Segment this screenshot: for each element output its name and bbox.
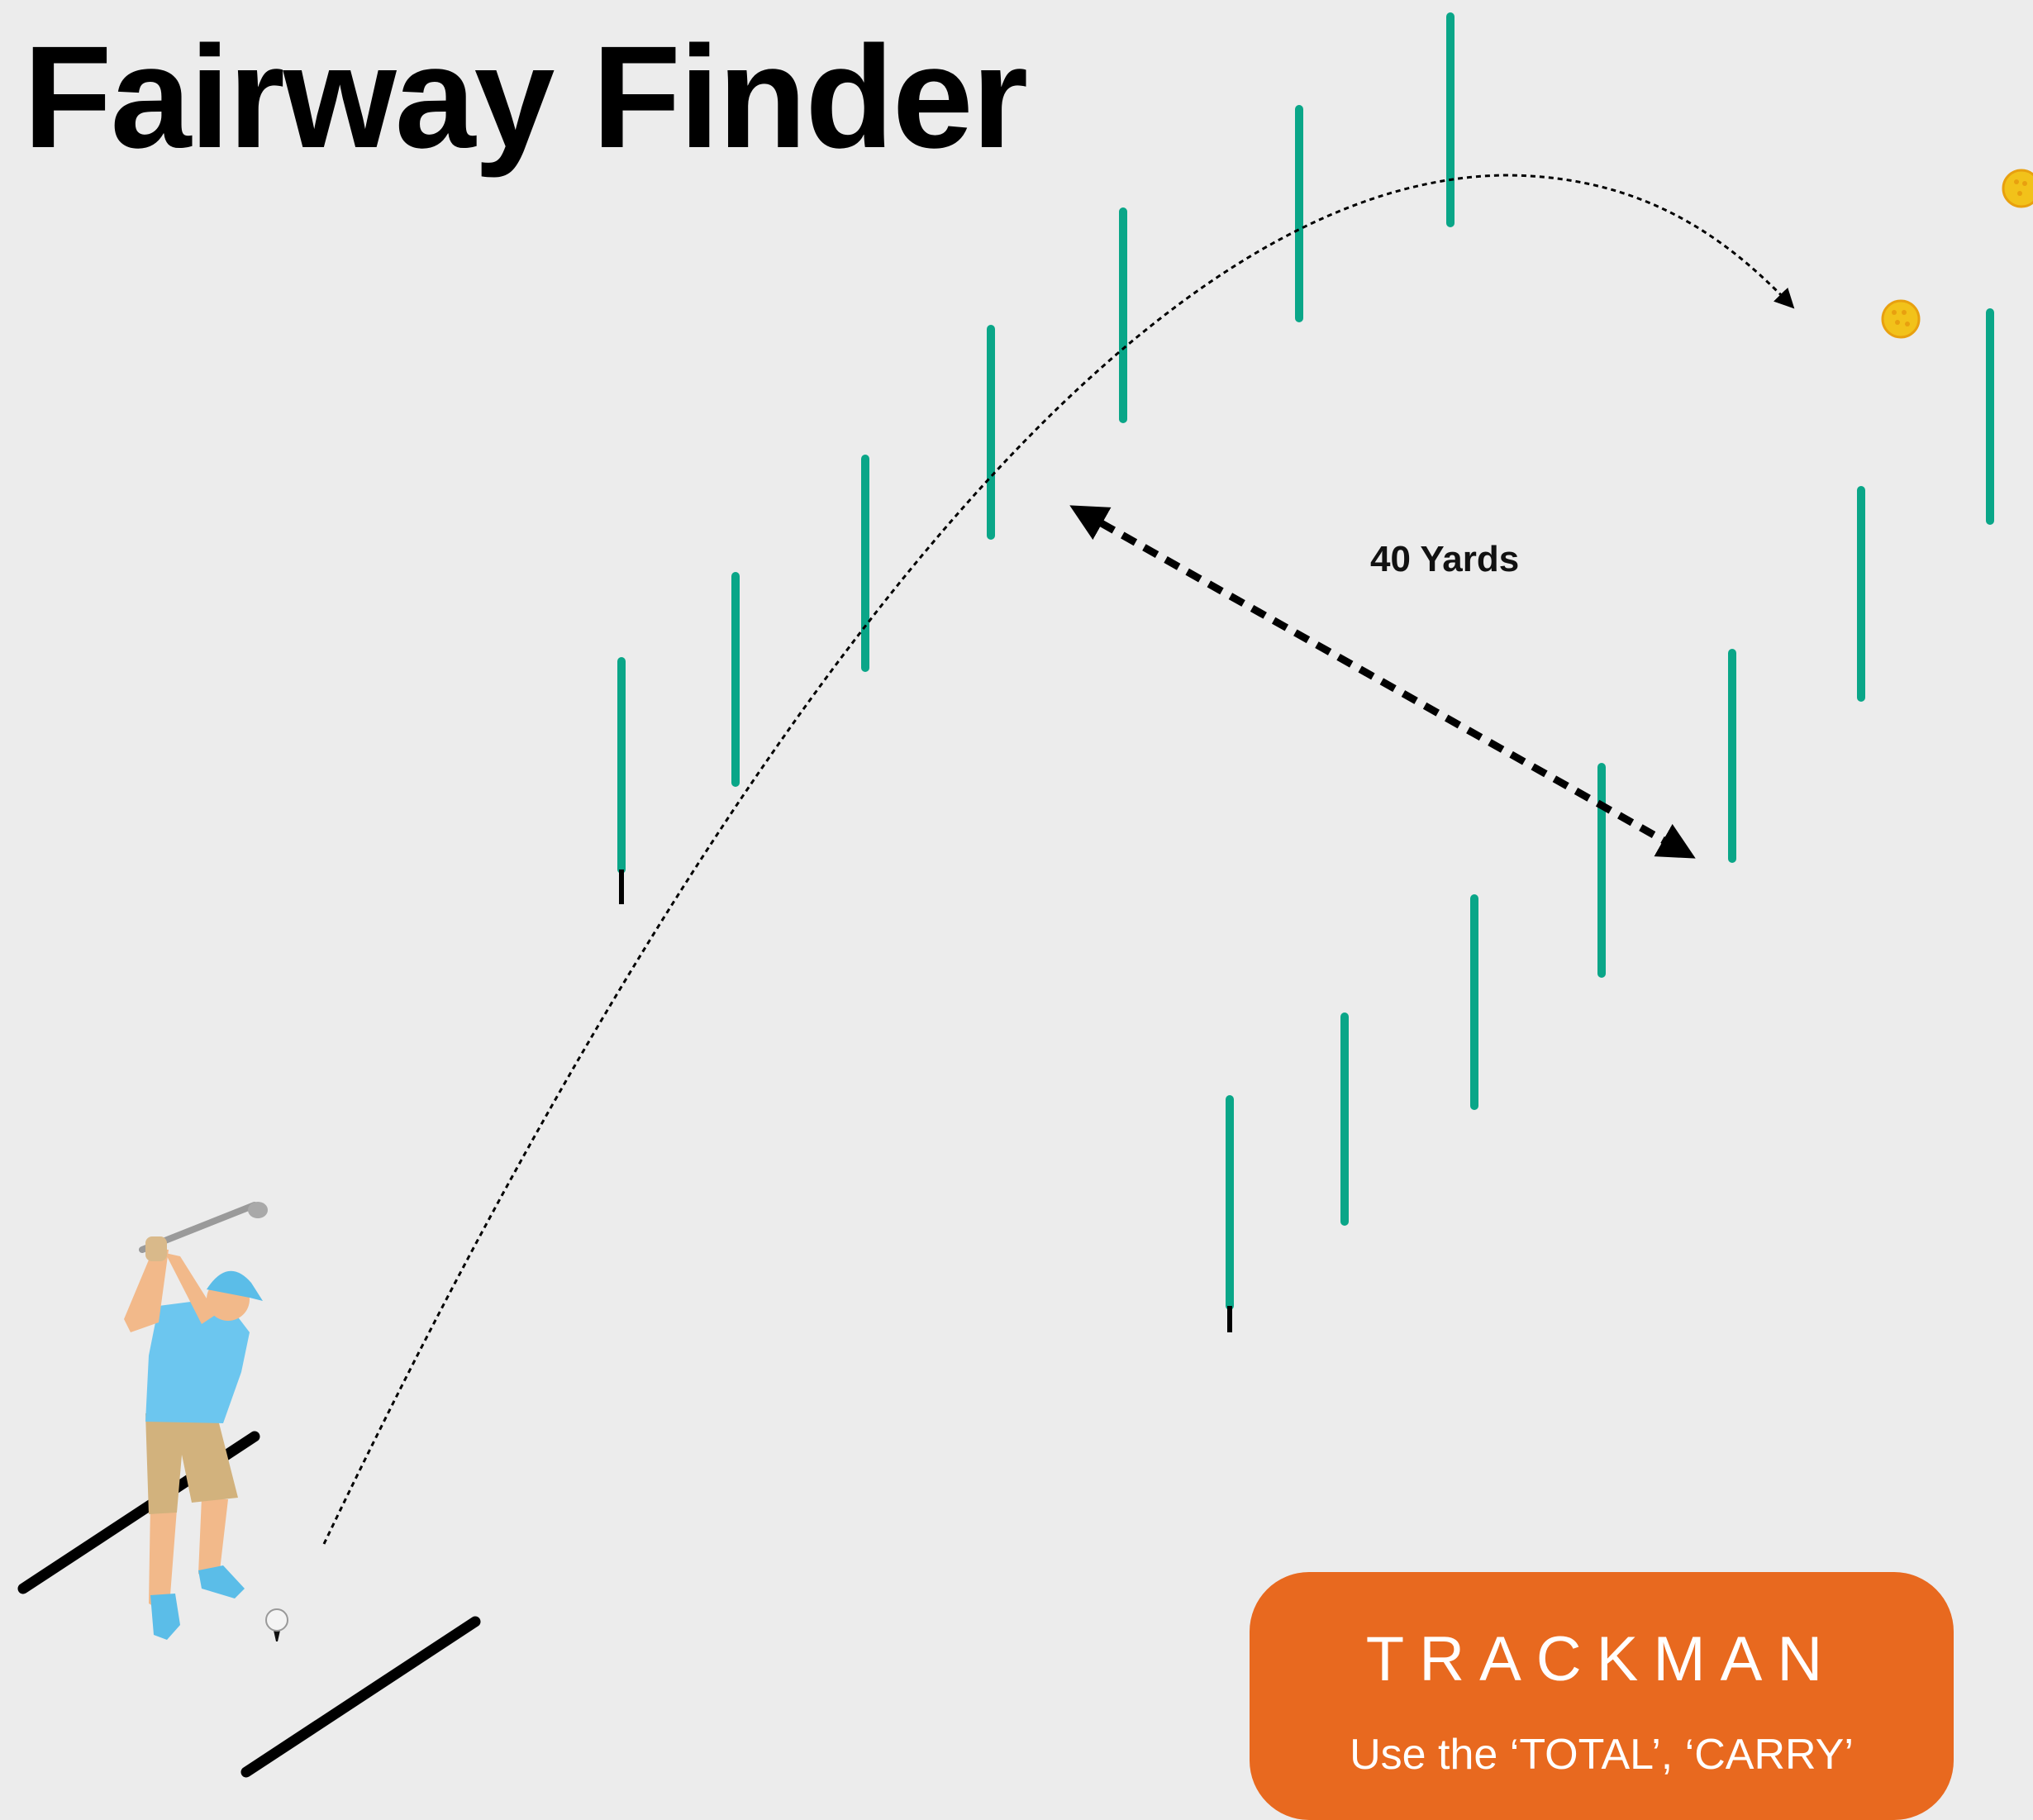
brand-card: TRACKMAN Use the ‘TOTAL’, ‘CARRY’ [1250, 1572, 1954, 1820]
golfer-icon [124, 1202, 268, 1640]
left-boundary-poles [621, 17, 1450, 870]
tee-box-line-right [246, 1622, 475, 1772]
golf-ball-icon [1883, 301, 1919, 337]
ball-flight-path [324, 175, 1792, 1544]
golf-ball-icon [2003, 170, 2033, 207]
brand-caption: Use the ‘TOTAL’, ‘CARRY’ [1250, 1730, 1954, 1780]
fairway-diagram [0, 0, 2033, 1780]
brand-logo: TRACKMAN [1250, 1623, 1954, 1695]
tee-ball-icon [266, 1609, 288, 1641]
distance-label: 40 Yards [1370, 539, 1519, 580]
